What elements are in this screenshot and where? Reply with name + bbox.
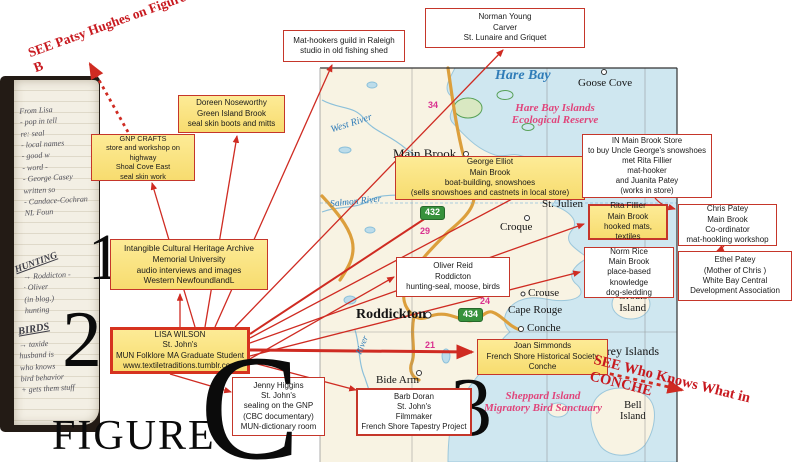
notebook-paper: From Lisa - pop in tell re: seal - local… bbox=[14, 80, 99, 425]
dashed-arrow-see-conche bbox=[601, 370, 685, 394]
callout-rita-fillier: Rita Fillier Main Brook hooked mats, tex… bbox=[588, 201, 668, 241]
map-label-croque: Croque bbox=[500, 221, 533, 233]
notebook-photo: From Lisa - pop in tell re: seal - local… bbox=[0, 76, 100, 432]
route-shield-432: 432 bbox=[420, 206, 446, 220]
map-label-roddickton: Roddickton bbox=[356, 307, 427, 322]
route-shield-434: 434 bbox=[458, 308, 484, 322]
map-label-bide-arm: Bide Arm bbox=[376, 374, 420, 386]
callout-joan-simmonds: Joan Simmonds French Shore Historical So… bbox=[477, 339, 608, 375]
reserve-area bbox=[453, 97, 483, 119]
map-label-crouse: Crouse bbox=[528, 287, 560, 299]
section-number-2: 2 bbox=[62, 296, 102, 384]
callout-mat-hookers-guild: Mat-hookers guild in Raleigh studio in o… bbox=[283, 30, 405, 62]
callout-in-main-brook-store: IN Main Brook Store to buy Uncle George'… bbox=[582, 134, 712, 198]
sheppard-island-shape bbox=[547, 402, 569, 418]
figure-caption-word: FIGURE bbox=[52, 413, 216, 459]
callout-george-elliot: George Elliot Main Brook boat-building, … bbox=[395, 156, 585, 200]
reserve-islet bbox=[521, 123, 535, 131]
callout-ich-archive: Intangible Cultural Heritage Archive Mem… bbox=[110, 239, 268, 290]
callout-norman-young: Norman Young Carver St. Lunaire and Griq… bbox=[425, 8, 585, 48]
map-label-goose-cove: Goose Cove bbox=[578, 77, 633, 89]
callout-oliver-reid: Oliver Reid Roddicton hunting-seal, moos… bbox=[396, 257, 510, 297]
figure-caption-letter: C bbox=[200, 325, 301, 462]
map-label-st-julien: St. Julien bbox=[542, 198, 583, 210]
town-markers bbox=[416, 69, 607, 376]
map-label-hare-bay: Hare Bay bbox=[495, 68, 551, 83]
map-label-bell-island: Bell Island bbox=[620, 400, 646, 422]
callout-lisa-wilson: LISA WILSON St. John's MUN Folklore MA G… bbox=[110, 327, 250, 374]
callout-doreen-noseworthy: Doreen Noseworthy Green Island Brook sea… bbox=[178, 95, 285, 133]
dashed-arrow-see-figure-b bbox=[88, 62, 130, 133]
callout-ethel-patey: Ethel Patey (Mother of Chris ) White Bay… bbox=[678, 251, 792, 301]
km-marker-34: 34 bbox=[428, 100, 439, 110]
map-label-hare-bay-reserve: Hare Bay Islands Ecological Reserve bbox=[511, 102, 599, 126]
km-marker-24: 24 bbox=[480, 296, 491, 306]
callout-norm-rice: Norm Rice Main Brook place-based knowled… bbox=[584, 247, 674, 298]
map-label-cape-rouge: Cape Rouge bbox=[508, 304, 563, 316]
callout-gnp-crafts: GNP CRAFTS store and workshop on highway… bbox=[91, 134, 195, 181]
km-marker-21: 21 bbox=[425, 340, 436, 350]
reserve-islet bbox=[496, 90, 514, 100]
connector-arrows bbox=[150, 49, 725, 394]
km-marker-29: 29 bbox=[420, 226, 431, 236]
callout-chris-patey: Chris Patey Main Brook Co-ordinator mat-… bbox=[678, 204, 777, 246]
callout-barb-doran: Barb Doran St. John's Filmmaker French S… bbox=[356, 388, 472, 436]
callout-jenny-higgins: Jenny Higgins St. John's sealing on the … bbox=[232, 377, 325, 436]
map-label-conche: Conche bbox=[527, 322, 561, 334]
map-label-sheppard-sanctuary: Sheppard Island Migratory Bird Sanctuary bbox=[484, 390, 602, 414]
